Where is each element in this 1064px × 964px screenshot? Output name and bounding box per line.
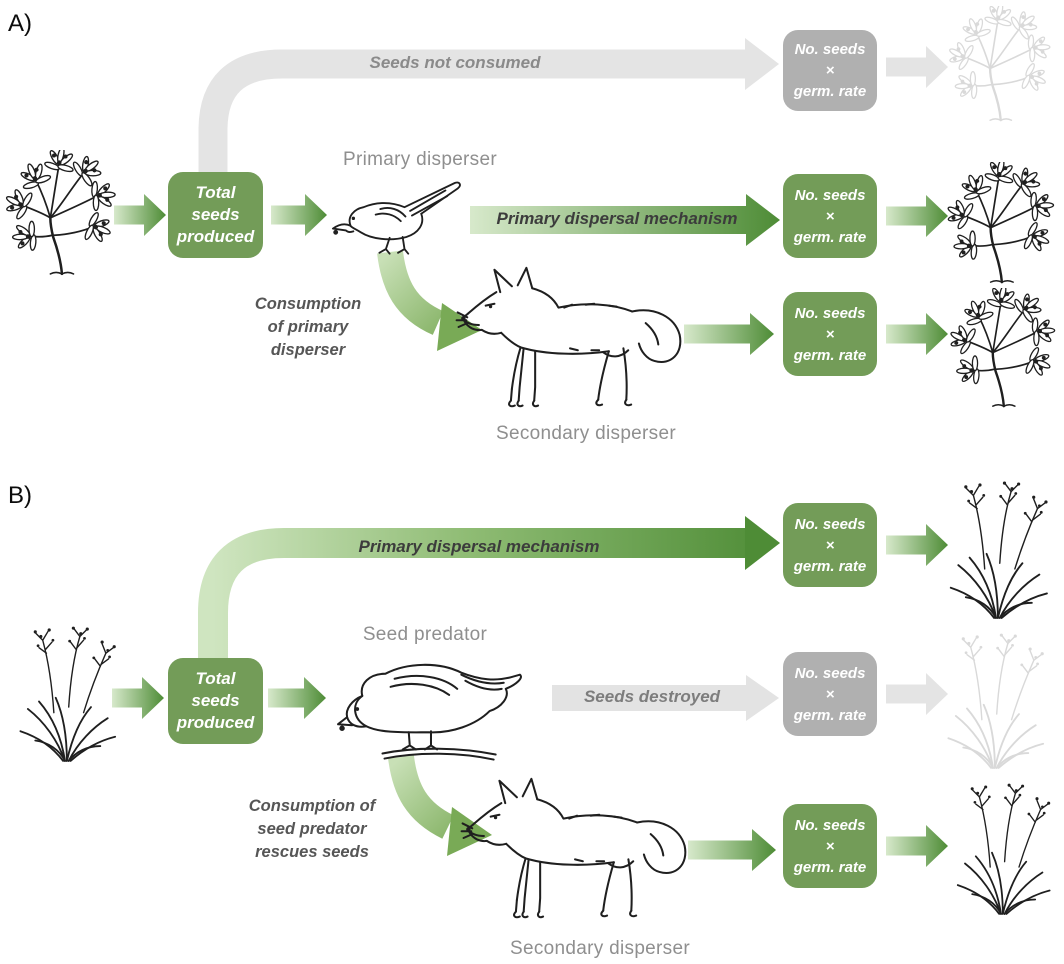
consumption-b-line3: rescues seeds: [255, 843, 369, 861]
seeds-not-consumed-label: Seeds not consumed: [369, 53, 541, 72]
result-line1: No. seeds: [794, 41, 866, 58]
result-box-a-not-consumed: No. seeds × germ. rate: [783, 30, 877, 111]
olive-plant-faded-illustration-a: [942, 6, 1056, 122]
olive-plant-illustration-a-row2: [942, 162, 1058, 284]
result-box-a-secondary: No. seeds × germ. rate: [783, 292, 877, 376]
arrow-fox-to-box-a: [684, 313, 774, 355]
total-seeds-box-b: Total seeds produced: [168, 658, 263, 744]
result-line3: germ. rate: [793, 83, 867, 100]
result-box-b-destroyed: No. seeds × germ. rate: [783, 652, 877, 736]
result-box-a-primary: No. seeds × germ. rate: [783, 174, 877, 258]
arrow-box-to-plant-b-row3: [886, 825, 948, 867]
curved-arrow-seeds-not-consumed: [198, 49, 745, 172]
arrow-plant-to-total-b: [112, 677, 164, 719]
result-line1: No. seeds: [794, 186, 866, 204]
total-box-line2: seeds: [191, 691, 240, 710]
result-line3: germ. rate: [793, 557, 867, 575]
curved-arrow-seeds-not-consumed-head: [745, 38, 779, 90]
consumption-b-line1: Consumption of: [248, 797, 376, 815]
arrow-total-to-bird-a: [271, 194, 327, 236]
curved-arrow-consumption-a: [377, 250, 444, 335]
result-line1: No. seeds: [794, 304, 866, 322]
grass-plant-illustration-b-row1: [930, 480, 1062, 622]
curved-arrow-primary-dispersal-b-head: [745, 516, 780, 570]
panel-a-label: A): [8, 10, 32, 37]
arrow-box-to-plant-a-row3: [886, 313, 948, 355]
consumption-annotation-b: Consumption of seed predator rescues see…: [249, 795, 375, 864]
result-line2: ×: [825, 62, 835, 79]
arrow-box-to-plant-a-row2: [886, 195, 948, 237]
consumption-annotation-a: Consumption of primary disperser: [255, 293, 361, 362]
total-box-line2: seeds: [191, 205, 240, 224]
panel-b-label: B): [8, 482, 32, 509]
consumption-a-line3: disperser: [270, 341, 346, 359]
band-arrow-seeds-destroyed-b: [552, 675, 779, 721]
result-line3: germ. rate: [793, 706, 867, 724]
seeds-destroyed-label: Seeds destroyed: [583, 687, 721, 706]
total-box-line1: Total: [195, 183, 236, 202]
band-arrow-primary-dispersal-a: [470, 194, 780, 246]
grass-plant-illustration-b: [0, 625, 130, 765]
result-line2: ×: [825, 207, 835, 225]
result-line2: ×: [825, 685, 835, 703]
secondary-disperser-label-b: Secondary disperser: [510, 938, 690, 959]
primary-dispersal-mechanism-label-b: Primary dispersal mechanism: [358, 537, 600, 556]
curved-arrow-consumption-b: [388, 755, 455, 839]
total-seeds-box-a: Total seeds produced: [168, 172, 263, 258]
arrow-total-to-bird-b: [268, 677, 326, 719]
result-line3: germ. rate: [793, 858, 867, 876]
grass-plant-illustration-b-row3: [938, 782, 1064, 918]
seed-predator-label: Seed predator: [362, 624, 488, 645]
result-line2: ×: [825, 837, 835, 855]
total-box-line3: produced: [176, 227, 255, 246]
secondary-disperser-label-a: Secondary disperser: [496, 423, 676, 444]
result-box-b-primary: No. seeds × germ. rate: [783, 503, 877, 587]
grass-plant-faded-illustration-b: [928, 632, 1058, 772]
olive-plant-illustration-a: [2, 150, 118, 276]
result-line2: ×: [825, 325, 835, 343]
arrow-fox-to-box-b: [688, 829, 776, 871]
pigeon-illustration-b: [336, 646, 528, 763]
result-box-b-secondary: No. seeds × germ. rate: [783, 804, 877, 888]
result-line3: germ. rate: [793, 228, 867, 246]
primary-disperser-label: Primary disperser: [343, 149, 497, 170]
total-box-line3: produced: [176, 713, 255, 732]
arrow-graybox-to-plant-b: [886, 673, 948, 715]
consumption-a-line2: of primary: [267, 318, 349, 336]
primary-dispersal-mechanism-label-a: Primary dispersal mechanism: [496, 209, 738, 228]
total-box-line1: Total: [195, 669, 236, 688]
curved-arrow-primary-dispersal-b: [198, 528, 745, 658]
arrow-plant-to-total-a: [114, 194, 166, 236]
arrow-graybox-to-plant-a: [886, 46, 948, 88]
olive-plant-illustration-a-row3: [946, 288, 1058, 408]
result-line3: germ. rate: [793, 346, 867, 364]
fox-illustration-a: [452, 263, 692, 423]
result-line1: No. seeds: [794, 515, 866, 533]
result-line1: No. seeds: [794, 816, 866, 834]
arrow-box-to-plant-b-row1: [886, 524, 948, 566]
result-line1: No. seeds: [794, 664, 866, 682]
consumption-a-line1: Consumption: [254, 295, 362, 313]
result-line2: ×: [825, 536, 835, 554]
consumption-b-line2: seed predator: [257, 820, 367, 838]
songbird-illustration-a: [328, 170, 468, 263]
fox-illustration-b: [456, 774, 698, 934]
